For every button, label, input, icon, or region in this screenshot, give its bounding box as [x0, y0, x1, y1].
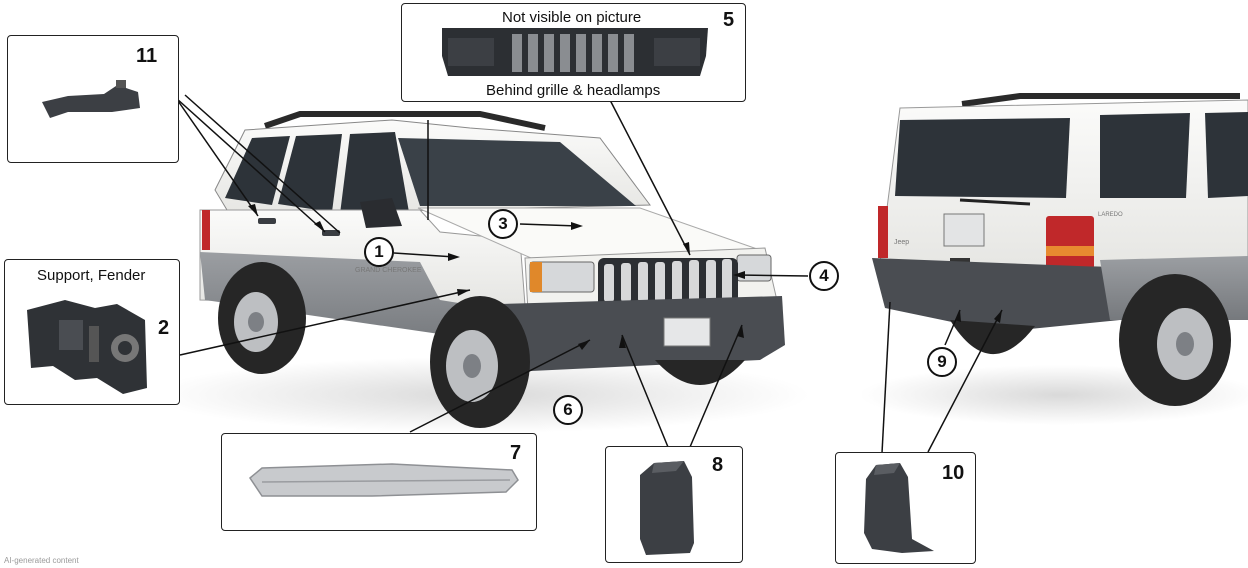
part-box-8[interactable]: 8: [605, 446, 743, 563]
leader-lines: [175, 94, 1003, 454]
bumper-reinforcement-bar-icon: [249, 463, 519, 497]
caption-behind-grille: Behind grille & headlamps: [486, 82, 661, 99]
part-number-7: 7: [510, 442, 522, 464]
part-box-7[interactable]: 7: [221, 433, 537, 531]
callout-3: 3: [488, 209, 518, 239]
callout-1: 1: [364, 237, 394, 267]
part-number-8: 8: [712, 454, 724, 476]
grille-reinforcement-part-icon: [442, 28, 708, 76]
callout-arrows: [393, 120, 809, 277]
part-box-11[interactable]: 11: [7, 35, 179, 163]
rear-bumper-end-cap-icon: [864, 463, 934, 553]
part-number-10: 10: [942, 462, 965, 484]
svg-text:Jeep: Jeep: [894, 239, 909, 246]
front-vehicle-view: GRAND CHEROKEE: [150, 111, 810, 433]
part-box-10[interactable]: 10: [835, 452, 976, 564]
part-box-5[interactable]: Not visible on picture 5 Behind grille &…: [401, 3, 746, 102]
svg-text:GRAND CHEROKEE: GRAND CHEROKEE: [355, 267, 422, 274]
callout-6: 6: [553, 395, 583, 425]
svg-text:LAREDO: LAREDO: [1098, 212, 1123, 218]
part-number-5: 5: [723, 9, 735, 31]
watermark: AI-generated content: [4, 556, 79, 565]
part-box-2[interactable]: Support, Fender 2: [4, 259, 180, 405]
door-handle-part-icon: [42, 80, 140, 118]
part-number-11: 11: [136, 45, 158, 67]
callout-9: 9: [927, 347, 957, 377]
part-number-2: 2: [158, 317, 170, 339]
fender-support-bracket-icon: [27, 300, 147, 394]
caption-support-fender: Support, Fender: [37, 267, 146, 284]
bumper-end-cap-icon: [640, 461, 694, 555]
rear-vehicle-view: Jeep LAREDO: [860, 93, 1248, 425]
caption-not-visible: Not visible on picture: [502, 9, 642, 26]
callout-4: 4: [809, 261, 839, 291]
arrowheads: [248, 204, 1002, 350]
